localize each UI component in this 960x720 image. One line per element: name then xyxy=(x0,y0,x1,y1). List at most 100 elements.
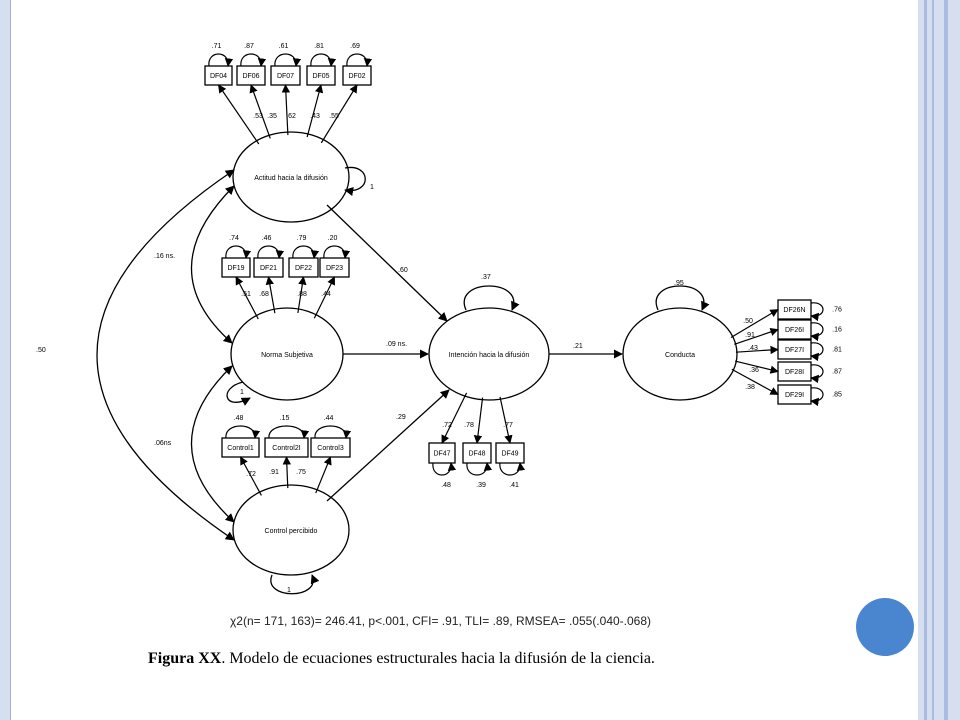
latent-conducta-label: Conducta xyxy=(665,352,695,359)
loading-label-df49: .77 xyxy=(503,422,513,429)
sem-diagram: Actitud hacia la difusión Norma Subjetiv… xyxy=(36,43,842,595)
residual-label-control3: .44 xyxy=(324,415,334,422)
var-norma-label: 1 xyxy=(240,389,244,396)
indicator-label-df47: DF47 xyxy=(433,451,450,458)
residual-label-df23: .20 xyxy=(328,235,338,242)
loading-label-df47: .72 xyxy=(442,422,452,429)
cov-norma-control xyxy=(190,365,235,523)
loading-arrow-df48 xyxy=(473,397,484,444)
loading-arrow-df06 xyxy=(249,84,271,139)
latent-intencion-label: Intención hacia la difusión xyxy=(449,352,530,359)
loading-arrow-control1 xyxy=(239,456,262,496)
cov-actitud-control xyxy=(96,169,235,541)
loading-arrow-control3 xyxy=(315,456,332,494)
residual-label-df28i: .87 xyxy=(832,369,842,376)
residual-loop-df19 xyxy=(225,245,252,259)
slide-left-border xyxy=(0,0,11,720)
latent-norma-label: Norma Subjetiva xyxy=(261,352,313,359)
indicator-label-df06: DF06 xyxy=(242,73,259,80)
indicator-label-df23: DF23 xyxy=(326,265,343,272)
indicator-label-df21: DF21 xyxy=(260,265,277,272)
residual-label-df26n: .76 xyxy=(832,307,842,314)
caption-text: . Modelo de ecuaciones estructurales hac… xyxy=(221,650,655,667)
residual-label-df07: .61 xyxy=(279,43,289,50)
residual-label-df06: .87 xyxy=(244,43,254,50)
indicator-label-df05: DF05 xyxy=(312,73,329,80)
residual-loop-df26n xyxy=(810,302,824,322)
residual-label-df27i: .81 xyxy=(832,347,842,354)
indicator-label-df07: DF07 xyxy=(277,73,294,80)
residual-label-df29i: .85 xyxy=(832,392,842,399)
residual-loop-control1 xyxy=(225,425,261,439)
residual-loop-df05 xyxy=(310,53,337,67)
residual-label-df48: .39 xyxy=(476,482,486,489)
indicator-label-control2i: Control2I xyxy=(272,445,300,452)
residual-loop-df47 xyxy=(432,462,457,476)
residual-loop-df48 xyxy=(466,462,493,476)
path-actitud-intencion-label: .60 xyxy=(398,267,408,274)
loading-arrow-df47 xyxy=(441,392,468,444)
fit-statistics: χ2(n= 171, 163)= 246.41, p<.001, CFI= .9… xyxy=(230,614,652,628)
loading-label-control1: .72 xyxy=(246,471,256,478)
var-loop-control xyxy=(270,574,320,595)
residual-label-df21: .46 xyxy=(262,235,272,242)
loading-label-df28i: .36 xyxy=(749,367,759,374)
loading-arrow-df05 xyxy=(306,84,324,138)
path-actitud-intencion xyxy=(326,204,448,322)
slide-right-border xyxy=(918,0,960,720)
residual-label-df22: .79 xyxy=(297,235,307,242)
loading-arrow-df19 xyxy=(235,276,259,320)
cov-actitud-norma xyxy=(190,185,235,344)
indicator-label-df26i: DF26I xyxy=(785,327,804,334)
indicator-label-df19: DF19 xyxy=(227,265,244,272)
path-norma-intencion-label: .09 ns. xyxy=(386,341,407,348)
cov-norma-control-label: .06ns xyxy=(154,440,172,447)
loading-label-df21: .68 xyxy=(259,291,269,298)
residual-label-df26i: .16 xyxy=(832,327,842,334)
var-loop-norma xyxy=(226,381,251,406)
residual-label-df04: .71 xyxy=(212,43,222,50)
residual-loop-df27i xyxy=(810,342,824,362)
residual-loop-df04 xyxy=(208,53,234,67)
indicator-label-control3: Control3 xyxy=(317,445,344,452)
indicator-label-df29i: DF29I xyxy=(785,392,804,399)
loading-label-df26n: .50 xyxy=(743,318,753,325)
var-loop-intencion xyxy=(463,285,520,311)
indicator-label-df27i: DF27I xyxy=(785,347,804,354)
residual-loop-df07 xyxy=(274,53,302,67)
loading-label-control2i: .91 xyxy=(269,469,279,476)
loading-label-df29i: .38 xyxy=(745,384,755,391)
residual-label-df19: .74 xyxy=(229,235,239,242)
loading-label-df07: .62 xyxy=(286,113,296,120)
path-intencion-conducta-label: .21 xyxy=(573,343,583,350)
loading-arrow-df23 xyxy=(313,276,336,319)
loading-arrow-df27i xyxy=(735,345,779,355)
path-control-intencion-label: .29 xyxy=(396,414,406,421)
loading-label-df26i: .91 xyxy=(745,332,755,339)
var-control-label: 1 xyxy=(287,587,291,594)
residual-loop-df21 xyxy=(257,245,285,259)
residual-label-control1: .48 xyxy=(234,415,244,422)
decorative-circle xyxy=(856,598,914,656)
loading-arrow-df26n xyxy=(730,308,779,338)
loading-label-df27i: .43 xyxy=(748,345,758,352)
indicator-label-df48: DF48 xyxy=(468,451,485,458)
residual-loop-df23 xyxy=(323,245,351,259)
residual-loop-df29i xyxy=(810,387,824,407)
loading-arrow-df02 xyxy=(320,84,358,144)
residual-loop-control2i xyxy=(268,425,310,439)
latent-control-label: Control percibido xyxy=(265,528,318,535)
var-loop-actitud xyxy=(344,166,366,196)
indicator-label-control1: Control1 xyxy=(227,445,254,452)
residual-loop-control3 xyxy=(314,425,352,439)
loading-label-df22: .88 xyxy=(297,291,307,298)
var-loop-conducta xyxy=(655,285,710,311)
residual-label-df49: .41 xyxy=(509,482,519,489)
residual-loop-df28i xyxy=(810,364,824,384)
loading-arrow-df26i xyxy=(734,327,779,345)
loading-label-df02: .55 xyxy=(329,113,339,120)
caption-label: Figura XX xyxy=(148,650,222,667)
loading-label-control3: .75 xyxy=(296,469,306,476)
indicator-label-df26n: DF26N xyxy=(783,307,805,314)
loading-arrow-df28i xyxy=(734,360,779,374)
